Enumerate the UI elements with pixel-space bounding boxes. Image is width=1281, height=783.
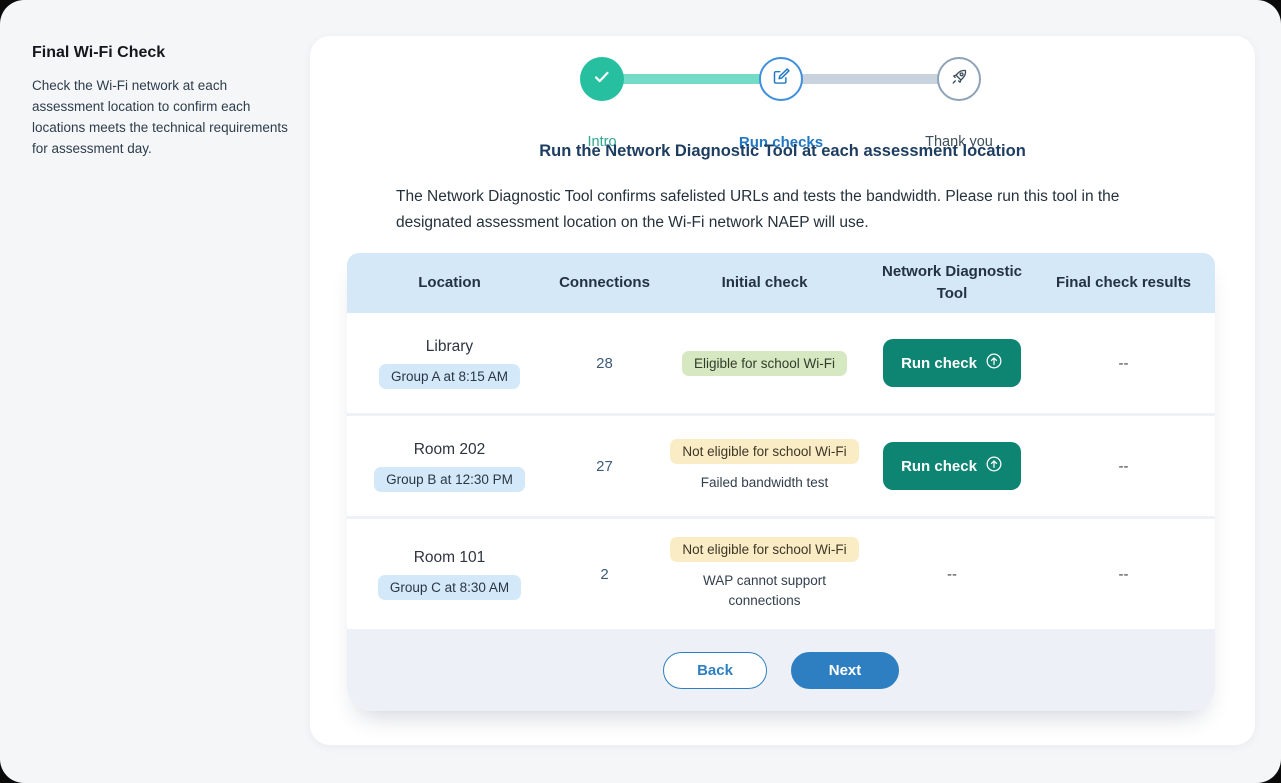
location-name: Room 101 bbox=[413, 548, 486, 566]
run-check-button[interactable]: Run check bbox=[883, 339, 1021, 387]
locations-table: Location Connections Initial check Netwo… bbox=[347, 253, 1215, 711]
progress-stepper: Intro Run checks Thank you bbox=[310, 36, 1255, 166]
table-row: Library Group A at 8:15 AM 28 Eligible f… bbox=[347, 313, 1215, 413]
step-run-checks[interactable] bbox=[759, 57, 803, 101]
status-detail: Failed bandwidth test bbox=[700, 475, 829, 491]
status-badge: Not eligible for school Wi-Fi bbox=[670, 537, 859, 563]
column-header-network-diagnostic-tool: Network Diagnostic Tool bbox=[881, 263, 1023, 302]
rocket-icon bbox=[949, 66, 970, 92]
location-name: Room 202 bbox=[413, 440, 486, 458]
page-description: Check the Wi-Fi network at each assessme… bbox=[32, 78, 288, 156]
run-check-button[interactable]: Run check bbox=[883, 442, 1021, 490]
step-label-thank-you: Thank you bbox=[925, 134, 993, 150]
sidebar: Final Wi-Fi Check Check the Wi-Fi networ… bbox=[32, 44, 290, 160]
connections-value: 2 bbox=[600, 565, 609, 583]
final-check-value: -- bbox=[1118, 565, 1129, 583]
stepper-connector-done bbox=[602, 74, 781, 84]
check-icon bbox=[591, 66, 613, 93]
column-header-final-check-results: Final check results bbox=[1055, 274, 1192, 292]
main-card: Intro Run checks Thank you Run the Netwo… bbox=[310, 36, 1255, 745]
edit-icon bbox=[771, 66, 792, 92]
group-time-badge: Group C at 8:30 AM bbox=[377, 574, 522, 600]
step-label-run-checks: Run checks bbox=[738, 134, 824, 151]
table-row: Room 101 Group C at 8:30 AM 2 Not eligib… bbox=[347, 516, 1215, 629]
run-check-label: Run check bbox=[901, 457, 977, 475]
back-button[interactable]: Back bbox=[663, 651, 767, 689]
table-row: Room 202 Group B at 12:30 PM 27 Not elig… bbox=[347, 413, 1215, 516]
arrow-up-circle-icon bbox=[985, 352, 1003, 374]
ndt-value: -- bbox=[947, 565, 957, 583]
step-label-intro: Intro bbox=[587, 134, 617, 150]
connections-value: 27 bbox=[596, 457, 613, 475]
column-header-initial-check: Initial check bbox=[721, 274, 808, 292]
step-intro[interactable] bbox=[580, 57, 624, 101]
wizard-footer: Back Next bbox=[347, 629, 1215, 711]
final-check-value: -- bbox=[1118, 354, 1129, 372]
status-badge: Not eligible for school Wi-Fi bbox=[670, 439, 859, 465]
stepper-connector-todo bbox=[781, 74, 959, 84]
section-description: The Network Diagnostic Tool confirms saf… bbox=[396, 188, 1120, 232]
location-name: Library bbox=[425, 337, 474, 355]
connections-value: 28 bbox=[596, 354, 613, 372]
step-thank-you[interactable] bbox=[937, 57, 981, 101]
status-badge: Eligible for school Wi-Fi bbox=[681, 350, 848, 376]
final-check-value: -- bbox=[1118, 457, 1129, 475]
group-time-badge: Group B at 12:30 PM bbox=[374, 466, 525, 492]
group-time-badge: Group A at 8:15 AM bbox=[378, 363, 521, 389]
column-header-connections: Connections bbox=[559, 274, 650, 292]
next-button[interactable]: Next bbox=[791, 651, 899, 689]
column-header-location: Location bbox=[418, 274, 481, 292]
arrow-up-circle-icon bbox=[985, 455, 1003, 477]
run-check-label: Run check bbox=[901, 354, 977, 372]
page-title: Final Wi-Fi Check bbox=[32, 44, 166, 61]
section-heading: Run the Network Diagnostic Tool at each … bbox=[539, 142, 1026, 160]
table-header: Location Connections Initial check Netwo… bbox=[347, 253, 1215, 313]
status-detail: WAP cannot support connections bbox=[702, 573, 827, 608]
